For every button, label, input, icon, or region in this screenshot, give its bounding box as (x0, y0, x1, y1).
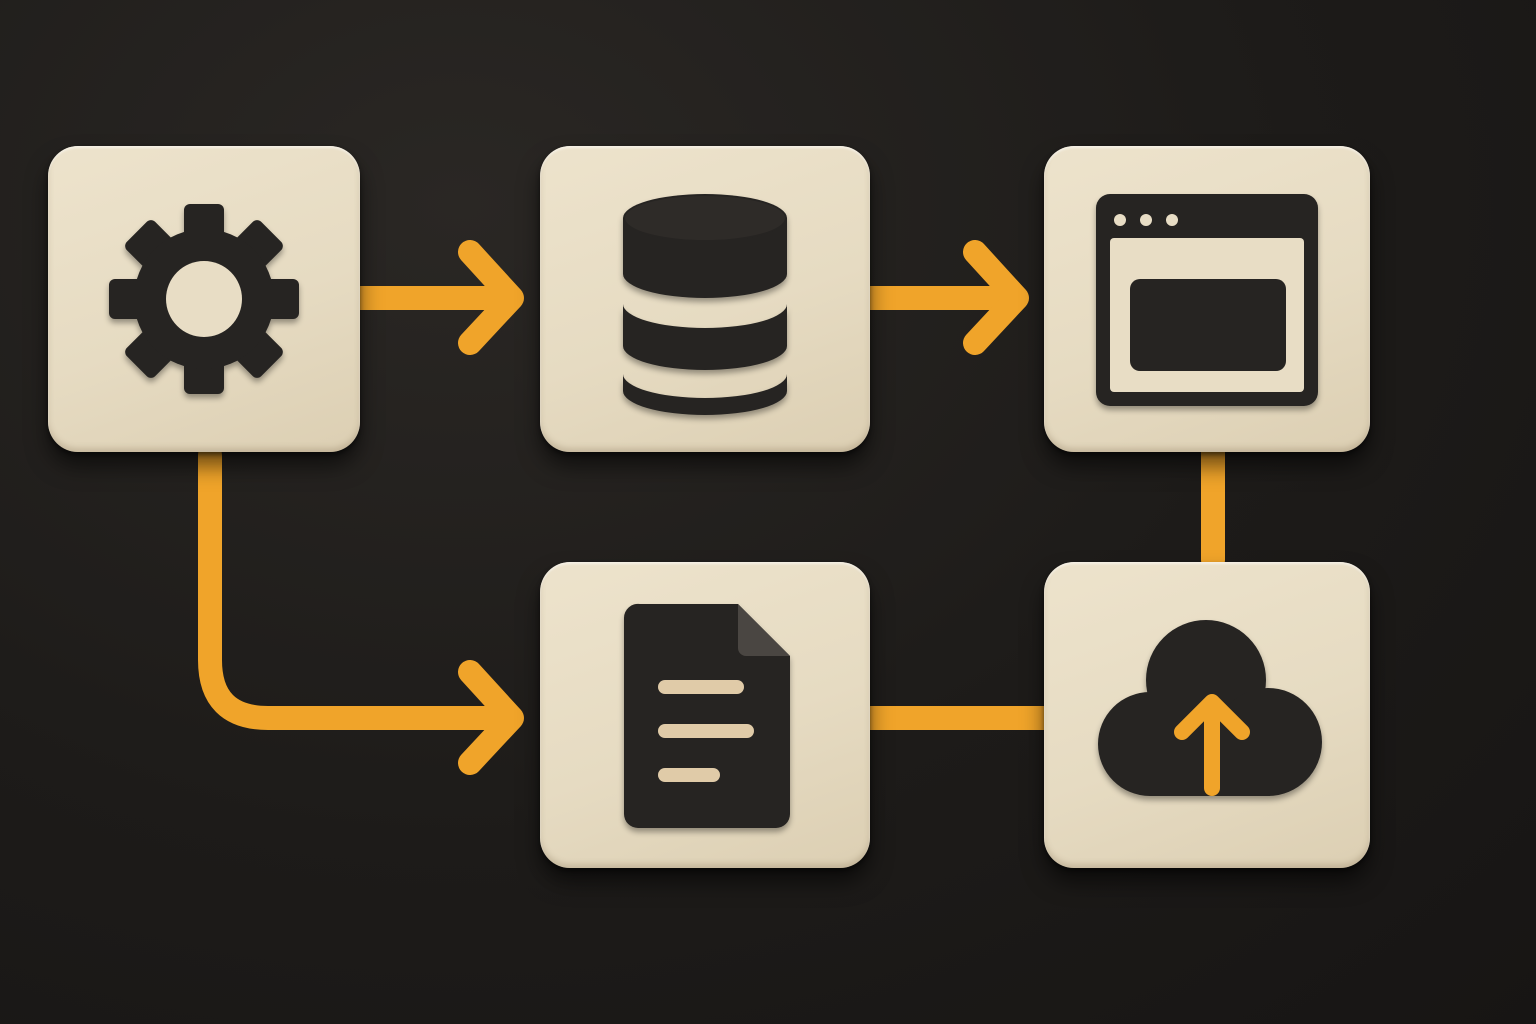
arrowhead-browser (963, 240, 1029, 355)
node-browser[interactable] (1044, 146, 1370, 452)
document-icon (623, 603, 790, 828)
node-database[interactable] (540, 146, 870, 452)
database-icon (623, 194, 787, 415)
browser-window-icon (1096, 194, 1318, 406)
connector-settings-to-document (198, 443, 522, 730)
arrowhead-document (458, 660, 524, 775)
upload-arrow-icon (1174, 694, 1250, 796)
window-dot-icon (1166, 214, 1178, 226)
window-dot-icon (1114, 214, 1126, 226)
node-cloud-upload[interactable] (1044, 562, 1370, 868)
gear-icon (109, 204, 299, 394)
cloud-upload-icon (1098, 620, 1322, 796)
node-document[interactable] (540, 562, 870, 868)
node-settings[interactable] (48, 146, 360, 452)
arrowhead-database (458, 240, 524, 355)
window-dot-icon (1140, 214, 1152, 226)
